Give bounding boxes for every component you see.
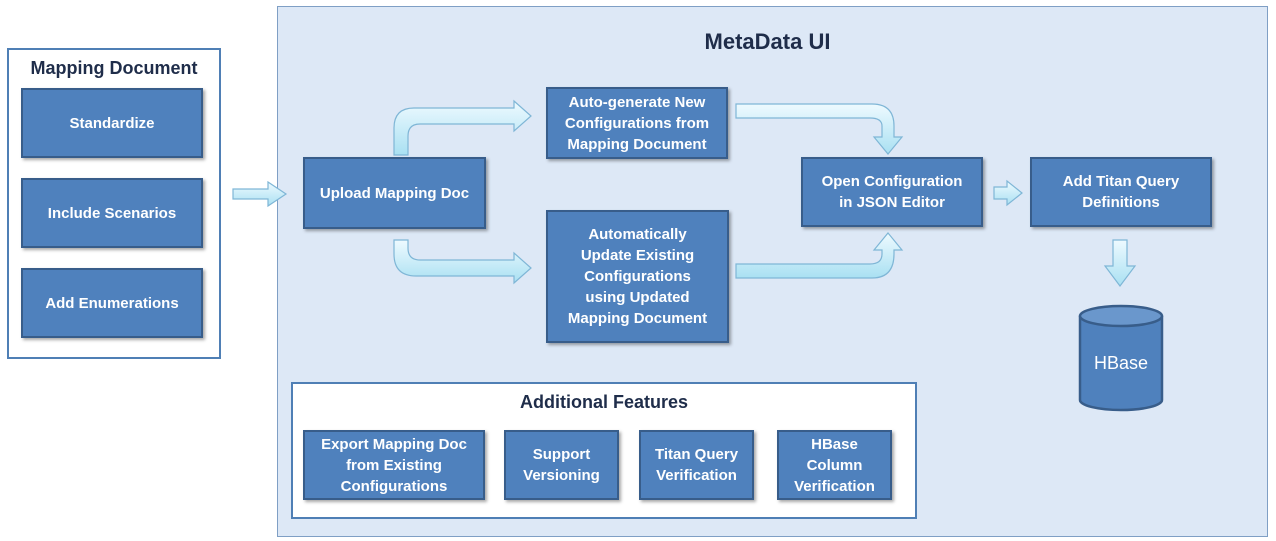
arrow-upload-to-autogenerate xyxy=(393,99,532,156)
metadata-ui-title: MetaData UI xyxy=(704,29,831,54)
auto-update-box: Automatically Update Existing Configurat… xyxy=(546,210,729,343)
support-versioning-box: Support Versioning xyxy=(504,430,619,500)
auto-generate-box: Auto-generate New Configurations from Ma… xyxy=(546,87,728,159)
arrow-upload-to-autoupdate xyxy=(393,239,532,285)
hbase-label: HBase xyxy=(1093,353,1149,373)
mapping-document-title: Mapping Document xyxy=(30,58,198,78)
arrow-autogenerate-to-open xyxy=(735,103,904,155)
arrow-titan-to-hbase xyxy=(1103,239,1137,287)
open-configuration-box: Open Configuration in JSON Editor xyxy=(801,157,983,227)
include-scenarios-box: Include Scenarios xyxy=(21,178,203,248)
arrow-autoupdate-to-open xyxy=(735,232,904,279)
standardize-box: Standardize xyxy=(21,88,203,158)
titan-query-box: Add Titan Query Definitions xyxy=(1030,157,1212,227)
hbase-cylinder xyxy=(1078,304,1164,412)
hbase-column-verification-box: HBase Column Verification xyxy=(777,430,892,500)
upload-mapping-doc-box: Upload Mapping Doc xyxy=(303,157,486,229)
add-enumerations-box: Add Enumerations xyxy=(21,268,203,338)
arrow-open-to-titan xyxy=(993,179,1023,207)
additional-features-title: Additional Features xyxy=(519,392,689,412)
export-mapping-doc-box: Export Mapping Doc from Existing Configu… xyxy=(303,430,485,500)
arrow-to-upload xyxy=(232,180,288,208)
titan-query-verification-box: Titan Query Verification xyxy=(639,430,754,500)
